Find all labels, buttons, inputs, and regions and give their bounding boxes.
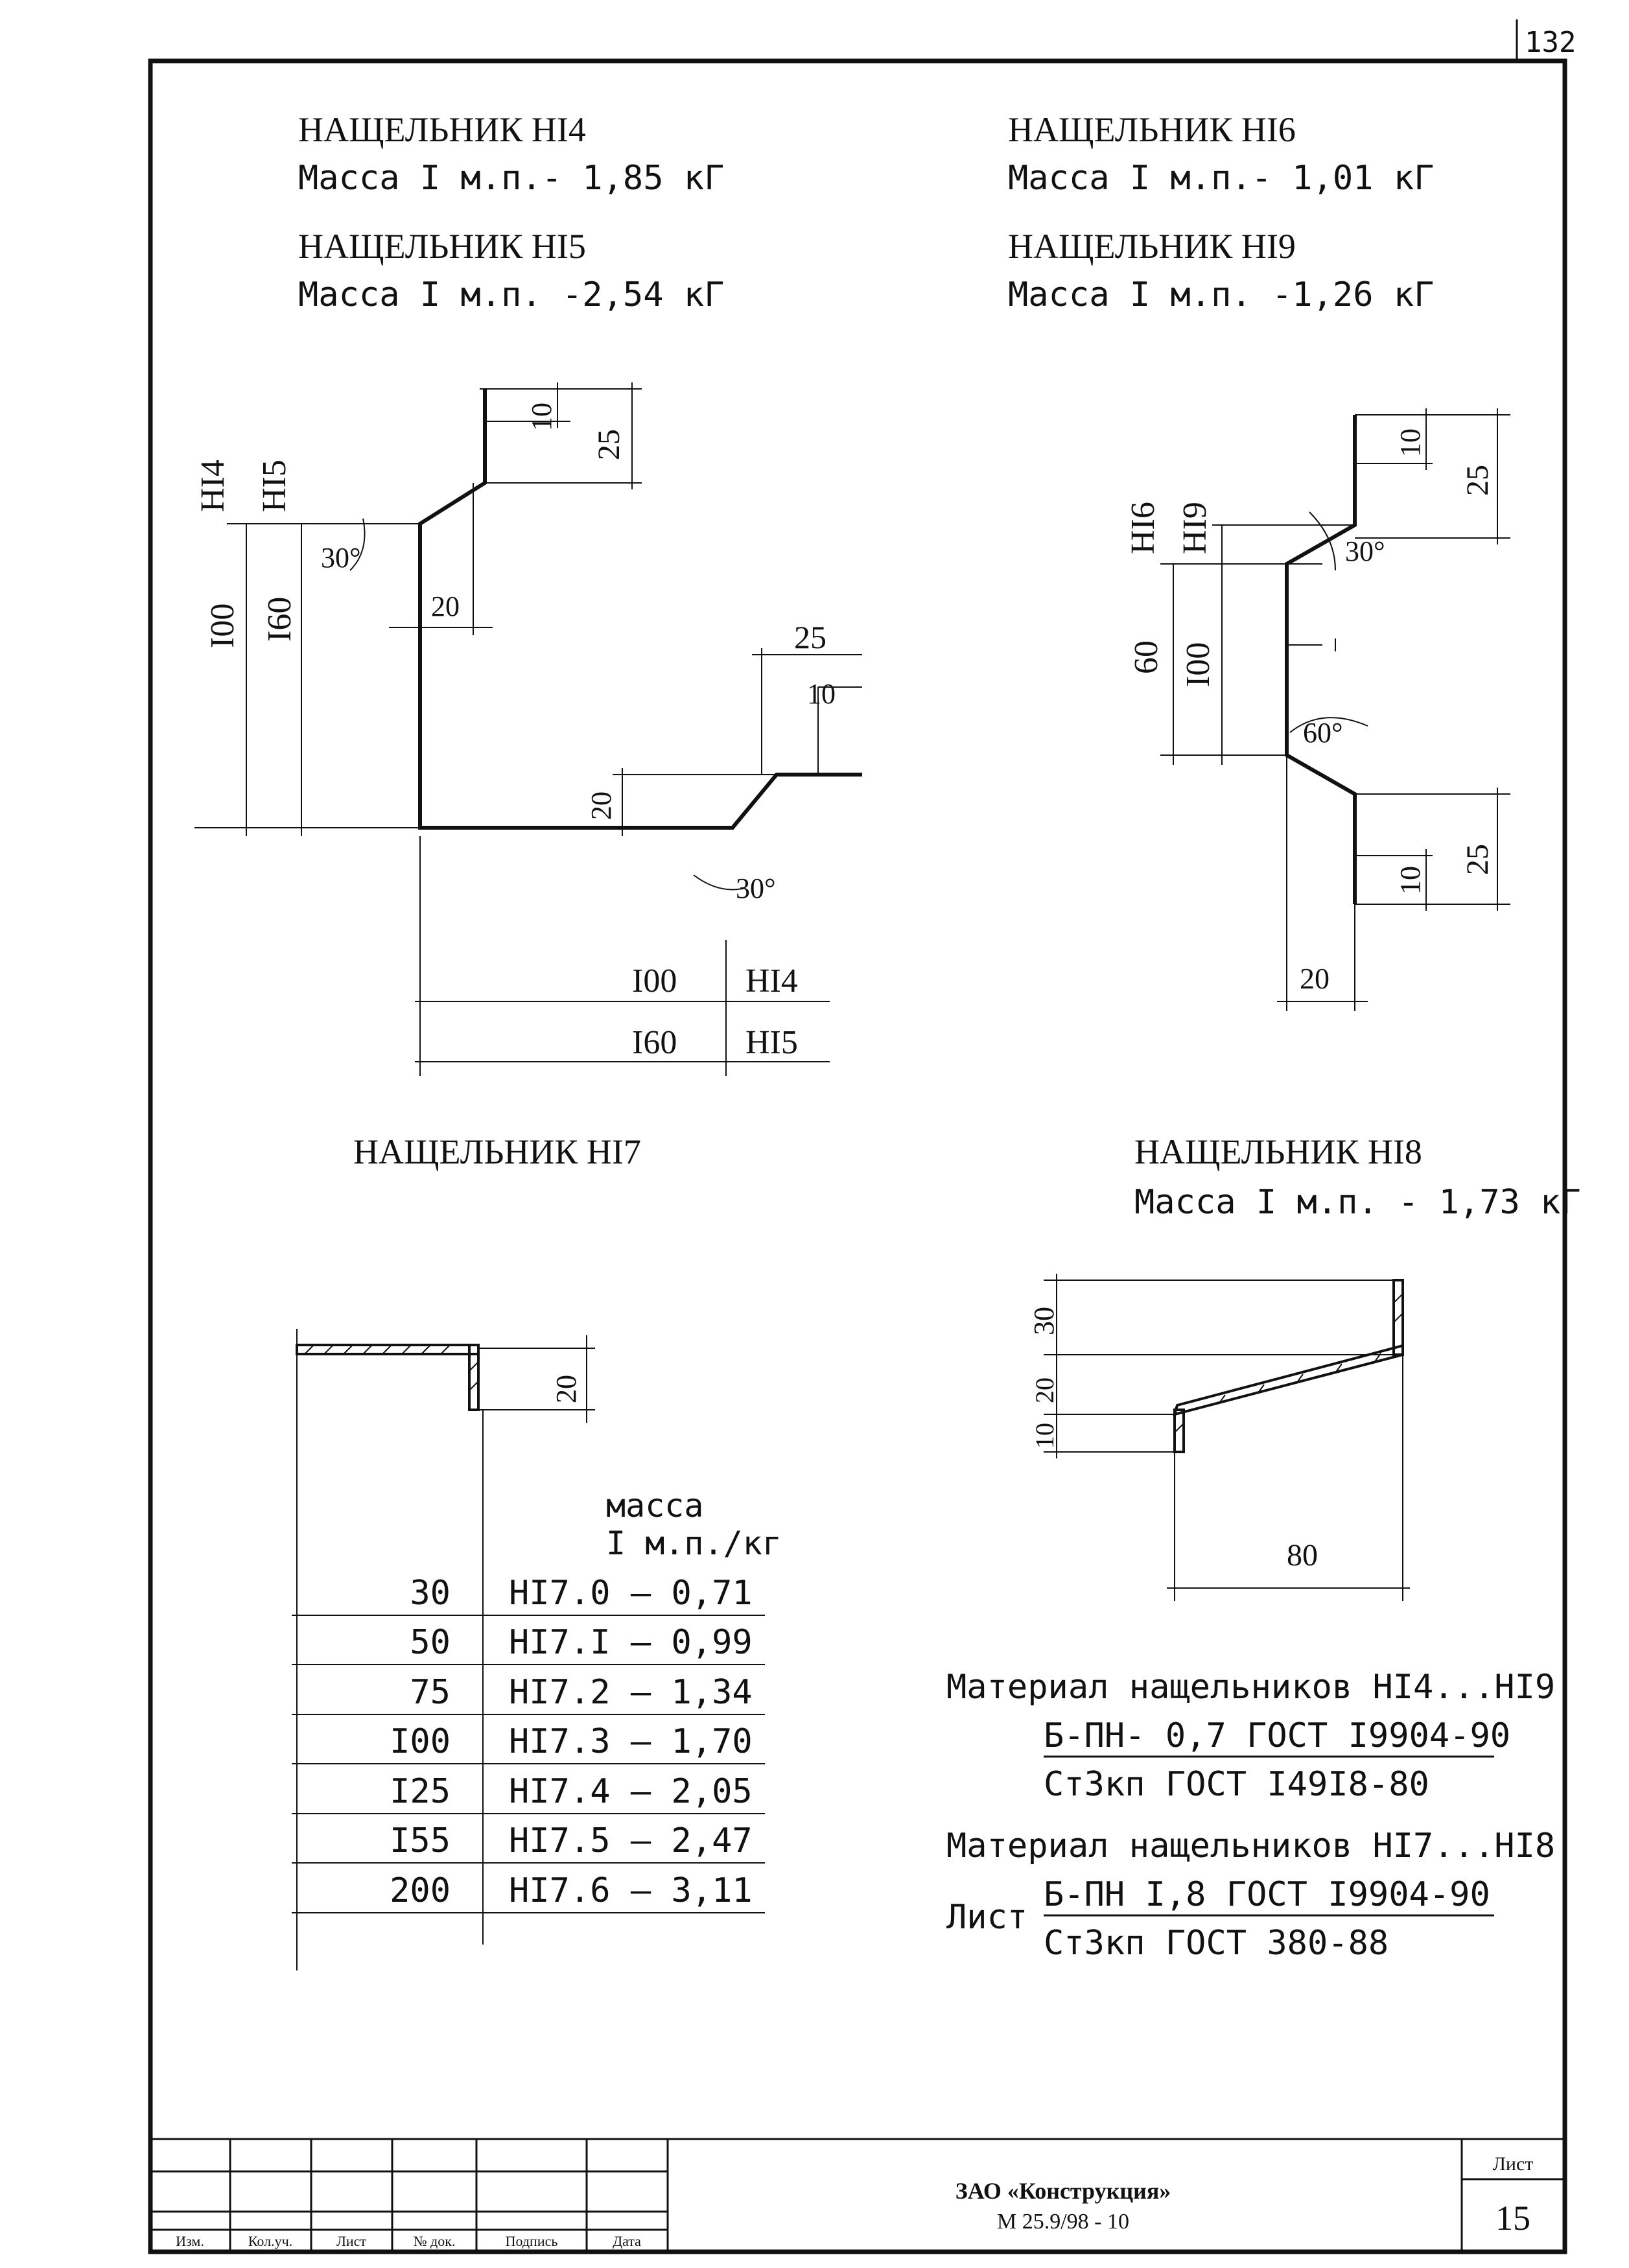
n16-mass: Масса I м.п.- 1,01 кГ	[1008, 159, 1434, 198]
n16-title: НАЩЕЛЬНИК НI6	[1008, 110, 1296, 149]
n19-title: НАЩЕЛЬНИК НI9	[1008, 227, 1296, 266]
table-cell-value: НI7.6 – 3,11	[509, 1871, 753, 1910]
title-col-signature: Подпись	[506, 2233, 558, 2249]
table-row: I55 НI7.5 – 2,47	[390, 1821, 753, 1860]
profile-b-outline	[1285, 415, 1357, 904]
dim-height-100: I00	[1180, 642, 1217, 687]
dim-width-80: 80	[1287, 1538, 1318, 1572]
dim-angle-30-bottom: 30°	[736, 872, 776, 904]
material-notes: Материал нащельников НI4...НI9 Б-ПН- 0,7…	[946, 1668, 1555, 1963]
table-cell-value: НI7.I – 0,99	[509, 1623, 753, 1662]
table-row: 75 НI7.2 – 1,34	[410, 1673, 752, 1712]
dim-width-160: I60	[632, 1024, 677, 1061]
dim-width-n15: НI5	[745, 1024, 798, 1061]
dim-label-n15: НI5	[256, 460, 293, 512]
title-col-izm: Изм.	[176, 2233, 204, 2249]
table-row: I00 НI7.3 – 1,70	[390, 1722, 753, 1761]
table-cell-size: I25	[390, 1772, 451, 1811]
n14-mass: Масса I м.п.- 1,85 кГ	[298, 159, 724, 198]
dim-10: 10	[1030, 1423, 1059, 1449]
sheet-frame	[148, 58, 1567, 2254]
dim-width-n14: НI4	[745, 963, 798, 1000]
dim-angle-30-top: 30°	[321, 542, 361, 574]
dim-label-n14: НI4	[194, 460, 231, 512]
dim-10-bottom: 10	[1394, 866, 1426, 894]
title-col-list: Лист	[336, 2233, 366, 2249]
n18-title: НАЩЕЛЬНИК НI8	[1134, 1132, 1422, 1171]
dim-20: 20	[1030, 1377, 1059, 1403]
n15-mass: Масса I м.п. -2,54 кГ	[298, 275, 724, 314]
dim-20: 20	[550, 1375, 582, 1403]
material-b-prefix: Лист	[946, 1898, 1027, 1937]
dim-25-right: 25	[794, 619, 826, 655]
table-cell-size: 30	[410, 1574, 451, 1613]
dim-height-160: I60	[261, 597, 298, 642]
dim-angle-60: 60°	[1303, 717, 1343, 749]
material-b-line1: Б-ПН I,8 ГОСТ I9904-90	[1044, 1875, 1490, 1914]
material-b-line2: Ст3кп ГОСТ 380-88	[1044, 1924, 1389, 1963]
table-header-line1: масса	[606, 1487, 704, 1525]
table-cell-size: 75	[410, 1673, 451, 1712]
title-col-doc: № док.	[414, 2233, 456, 2249]
n17-title: НАЩЕЛЬНИК НI7	[353, 1132, 641, 1171]
table-header-line2: I м.п./кг	[606, 1525, 782, 1562]
table-cell-value: НI7.3 – 1,70	[509, 1722, 753, 1761]
title-col-kol-uch: Кол.уч.	[248, 2233, 292, 2249]
dim-width-100: I00	[632, 963, 677, 1000]
material-a-title: Материал нащельников НI4...НI9	[946, 1668, 1555, 1707]
table-cell-size: I00	[390, 1722, 451, 1761]
table-cell-value: НI7.2 – 1,34	[509, 1673, 753, 1712]
table-cell-size: 200	[390, 1871, 451, 1910]
n18-mass: Масса I м.п. - 1,73 кГ	[1134, 1183, 1581, 1222]
table-cell-value: НI7.0 – 0,71	[509, 1574, 753, 1613]
title-col-date: Дата	[613, 2233, 641, 2249]
material-b-title: Материал нащельников НI7...НI8	[946, 1827, 1555, 1865]
document-code: М 25.9/98 - 10	[997, 2210, 1129, 2234]
company-name: ЗАО «Конструкция»	[955, 2178, 1171, 2204]
table-cell-size: I55	[390, 1821, 451, 1860]
material-a-line1: Б-ПН- 0,7 ГОСТ I9904-90	[1044, 1716, 1510, 1755]
profile-n14-n15: НI4 НI5 I00 I60 10 25 30° 20 25 10 20 30…	[194, 382, 862, 1076]
dim-20-bottom: 20	[1300, 962, 1330, 995]
table-row: 200 НI7.6 – 3,11	[390, 1871, 753, 1910]
dim-30: 30	[1028, 1307, 1060, 1335]
n15-title: НАЩЕЛЬНИК НI5	[298, 227, 586, 266]
n19-mass: Масса I м.п. -1,26 кГ	[1008, 275, 1434, 314]
title-block: Изм. Кол.уч. Лист № док. Подпись Дата ЗА…	[150, 2138, 1565, 2252]
dim-height-60: 60	[1128, 640, 1165, 674]
sheet-label: Лист	[1493, 2153, 1534, 2175]
dim-25-bottom: 25	[1460, 844, 1495, 875]
dim-10-right: 10	[807, 678, 836, 710]
dim-height-100: I00	[204, 603, 241, 648]
dim-label-n19: НI9	[1177, 502, 1213, 554]
table-cell-value: НI7.5 – 2,47	[509, 1821, 753, 1860]
sheet-number: 15	[1495, 2199, 1530, 2238]
dim-10-top: 10	[1394, 428, 1426, 457]
sheet-corner-number: 132	[1525, 26, 1576, 59]
dim-10-top: 10	[526, 403, 557, 431]
table-row: 30 НI7.0 – 0,71	[410, 1574, 752, 1613]
table-cell-value: НI7.4 – 2,05	[509, 1772, 753, 1811]
table-row: I25 НI7.4 – 2,05	[390, 1772, 753, 1811]
dim-20-left: 20	[431, 590, 460, 622]
material-a-line2: Ст3кп ГОСТ I49I8-80	[1044, 1765, 1429, 1804]
table-row: 50 НI7.I – 0,99	[410, 1623, 752, 1662]
profile-a-outline	[418, 389, 862, 830]
dim-25-top: 25	[592, 429, 626, 460]
n17-mass-table: масса I м.п./кг 30 НI7.0 – 0,71 50 НI7.I…	[292, 1487, 782, 1913]
dim-label-n16: НI6	[1125, 502, 1162, 554]
table-cell-size: 50	[410, 1623, 451, 1662]
dim-angle-30: 30°	[1345, 535, 1385, 567]
dim-20-right: 20	[585, 791, 617, 820]
profile-n16-n19: НI6 НI9 60 I00 10 25 30° 60° 10 25 20	[1125, 408, 1510, 1011]
n14-title: НАЩЕЛЬНИК НI4	[298, 110, 586, 149]
dim-25-top: 25	[1460, 465, 1495, 496]
profile-n18: 30 20 10 80	[1028, 1274, 1410, 1601]
